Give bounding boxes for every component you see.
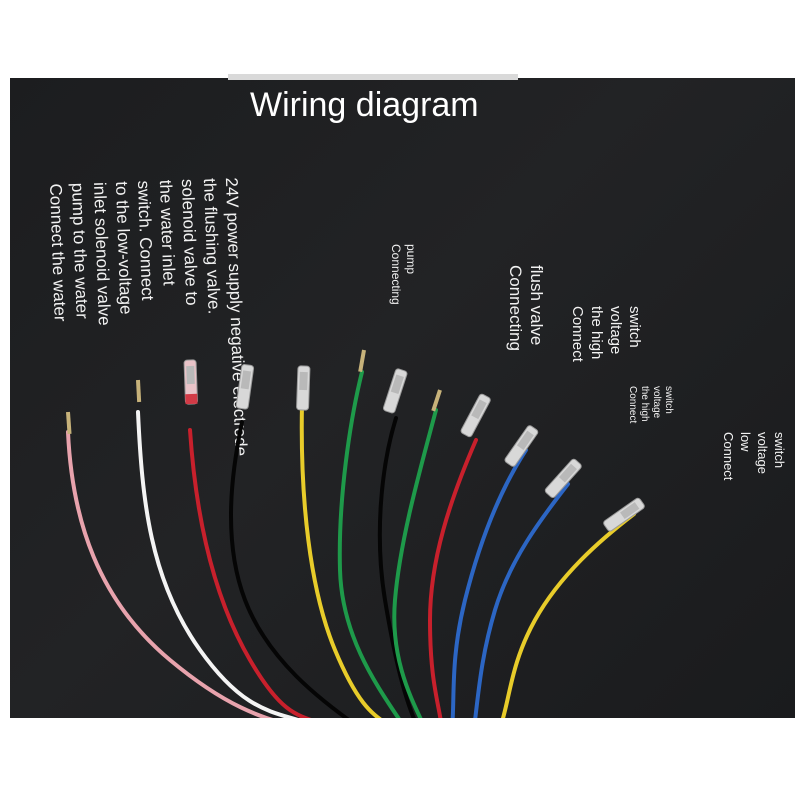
green-wire-2-terminal bbox=[431, 389, 442, 412]
pink-wire-terminal bbox=[66, 411, 72, 435]
black-wire-2 bbox=[377, 368, 420, 730]
title-highlight bbox=[228, 74, 518, 80]
label-connecting-pump: pump Connecting bbox=[389, 244, 418, 305]
label-high-voltage-switch-2: switch voltage the high Connect bbox=[627, 386, 674, 424]
red-wire-1 bbox=[183, 359, 337, 730]
white-wire-insulation bbox=[136, 410, 322, 730]
blue-wire-1-insulation bbox=[450, 448, 528, 730]
blue-wire-1 bbox=[450, 425, 539, 730]
blue-wire-2-insulation bbox=[472, 482, 570, 730]
red-wire-2 bbox=[427, 393, 491, 730]
green-wire-1-terminal bbox=[358, 349, 366, 373]
diagram-title: Wiring diagram bbox=[250, 86, 479, 124]
label-high-voltage-switch-1: switch voltage the high Connect bbox=[569, 306, 643, 362]
red-wire-1-insulation bbox=[188, 428, 337, 730]
yellow-wire-1 bbox=[296, 365, 394, 730]
green-wire-1-insulation bbox=[337, 370, 407, 730]
yellow-wire-1-terminal bbox=[296, 365, 311, 411]
white-wire-terminal bbox=[136, 379, 142, 403]
yellow-wire-2-terminal bbox=[603, 497, 645, 532]
black-wire-2-insulation bbox=[377, 416, 420, 730]
red-wire-2-insulation bbox=[427, 438, 478, 730]
black-wire-1-insulation bbox=[229, 420, 362, 730]
green-wire-1 bbox=[337, 349, 407, 730]
red-wire-2-terminal bbox=[460, 393, 491, 438]
blue-wire-1-terminal bbox=[504, 425, 539, 467]
black-wire-2-terminal bbox=[382, 368, 408, 414]
green-wire-2-insulation bbox=[392, 408, 438, 730]
green-wire-2 bbox=[392, 389, 442, 730]
label-connecting-flush-valve: flush valve Connecting bbox=[506, 265, 546, 352]
blue-wire-2-terminal bbox=[544, 458, 582, 498]
yellow-wire-2-insulation bbox=[498, 512, 636, 730]
black-wire-1-terminal bbox=[235, 364, 255, 410]
white-wire bbox=[136, 379, 322, 730]
blue-wire-2 bbox=[472, 458, 582, 730]
black-wire-1 bbox=[229, 364, 362, 730]
bottom-margin bbox=[0, 718, 800, 800]
red-wire-1-terminal bbox=[183, 359, 198, 405]
yellow-wire-1-insulation bbox=[299, 402, 394, 730]
label-low-voltage-switch: switch voltage low Connect bbox=[721, 432, 787, 481]
yellow-wire-2 bbox=[498, 497, 645, 730]
